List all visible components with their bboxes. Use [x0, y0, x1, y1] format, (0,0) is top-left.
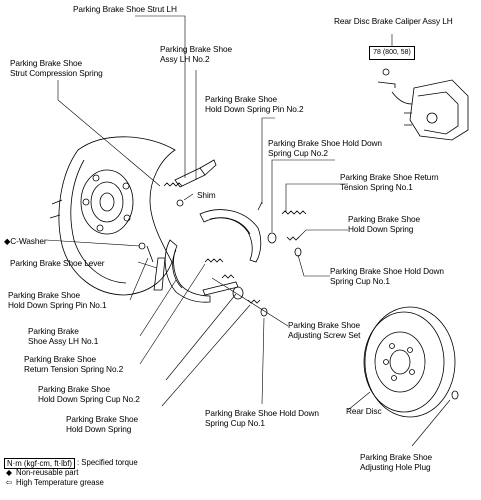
- legend-unit-desc: : Specified torque: [76, 458, 138, 467]
- label-return-no1-line2: Tension Spring No.1: [340, 182, 413, 192]
- label-c-washer: ◆C-Washer: [4, 236, 47, 246]
- cup-no2-right: [267, 232, 277, 244]
- torque-spec-box: 78 (800, 58): [369, 46, 415, 60]
- legend-unit-box: N·m (kgf·cm, ft·lbf): [4, 457, 75, 469]
- label-return-no1-line1: Parking Brake Shoe Return: [340, 172, 439, 182]
- shoe-assy-no1: [164, 239, 211, 303]
- label-cup-no1-right: Parking Brake Shoe Hold Down Spring Cup …: [330, 266, 444, 286]
- label-adjusting-screw-line1: Parking Brake Shoe: [288, 320, 360, 330]
- pin-no2: [257, 201, 263, 211]
- label-shoe-assy-no1-line2: Shoe Assy LH No.1: [28, 336, 99, 346]
- label-hole-plug-line2: Adjusting Hole Plug: [360, 462, 431, 472]
- backing-plate: [49, 136, 176, 296]
- strut-lh: [174, 159, 217, 188]
- nonreusable-mark: ◆: [4, 236, 11, 246]
- return-spring-no1: [281, 210, 307, 215]
- label-pin-no1-line2: Hold Down Spring Pin No.1: [8, 300, 107, 310]
- shoe-assy-no2: [199, 209, 262, 263]
- legend-grease-text: High Temperature grease: [16, 478, 104, 487]
- label-strut-comp-spring: Parking Brake Shoe Strut Compression Spr…: [10, 58, 103, 78]
- label-shoe-assy-no1-line1: Parking Brake: [28, 326, 79, 336]
- nonreusable-icon: ◆: [6, 468, 12, 477]
- grease-arrow-icon: ⇦: [5, 478, 13, 487]
- shoe-lever: [153, 257, 166, 291]
- hold-spring-center: [221, 274, 235, 279]
- label-shim: Shim: [197, 190, 216, 200]
- label-hold-spring-bottom-line2: Hold Down Spring: [66, 424, 132, 434]
- label-hole-plug-line1: Parking Brake Shoe: [360, 452, 432, 462]
- label-hold-spring-right-line2: Hold Down Spring: [348, 224, 414, 234]
- label-cup-no2-right-line1: Parking Brake Shoe Hold Down: [268, 138, 382, 148]
- label-return-no2-line1: Parking Brake Shoe: [24, 354, 96, 364]
- label-strut-comp-spring-line2: Strut Compression Spring: [10, 68, 103, 78]
- hole-plug: [451, 390, 459, 400]
- label-pin-no1: Parking Brake Shoe Hold Down Spring Pin …: [8, 290, 107, 310]
- caliper: [377, 68, 469, 141]
- cup-no1-right: [294, 247, 302, 257]
- label-hole-plug: Parking Brake Shoe Adjusting Hole Plug: [360, 452, 432, 472]
- label-cup-no2-right: Parking Brake Shoe Hold Down Spring Cup …: [268, 138, 382, 158]
- legend-nonreusable-row: ◆ Non-reusable part: [4, 468, 138, 478]
- label-hold-spring-right: Parking Brake Shoe Hold Down Spring: [348, 214, 420, 234]
- label-cup-no1-right-line1: Parking Brake Shoe Hold Down: [330, 266, 444, 276]
- label-cup-no1-bottom-line1: Parking Brake Shoe Hold Down: [205, 408, 319, 418]
- label-adjusting-screw-line2: Adjusting Screw Set: [288, 330, 361, 340]
- legend: N·m (kgf·cm, ft·lbf) : Specified torque …: [4, 457, 138, 488]
- label-cup-no2-bottom-line2: Hold Down Spring Cup No.2: [38, 394, 140, 404]
- label-hold-spring-right-line1: Parking Brake Shoe: [348, 214, 420, 224]
- return-spring-no2: [204, 258, 224, 263]
- cup-no2-bottom: [232, 286, 244, 300]
- hold-spring-right: [286, 236, 300, 241]
- cup-no1-bottom: [260, 307, 268, 317]
- label-cup-no1-right-line2: Spring Cup No.1: [330, 276, 390, 286]
- label-strut-lh: Parking Brake Shoe Strut LH: [73, 4, 177, 14]
- legend-grease-row: ⇦ High Temperature grease: [4, 478, 138, 488]
- label-shoe-assy-no2: Parking Brake Shoe Assy LH No.2: [160, 44, 232, 64]
- legend-torque-row: N·m (kgf·cm, ft·lbf) : Specified torque: [4, 457, 138, 469]
- label-pin-no2-line1: Parking Brake Shoe: [205, 94, 277, 104]
- hold-spring-bottom: [247, 299, 261, 304]
- label-cup-no2-right-line2: Spring Cup No.2: [268, 148, 328, 158]
- rear-disc: [363, 306, 456, 418]
- label-strut-comp-spring-line1: Parking Brake Shoe: [10, 58, 82, 68]
- label-cup-no2-bottom: Parking Brake Shoe Hold Down Spring Cup …: [38, 384, 140, 404]
- label-return-no2: Parking Brake Shoe Return Tension Spring…: [24, 354, 123, 374]
- label-caliper: Rear Disc Brake Caliper Assy LH: [334, 16, 453, 26]
- label-pin-no1-line1: Parking Brake Shoe: [8, 290, 80, 300]
- leader-lines: [45, 15, 451, 447]
- label-cup-no1-bottom-line2: Spring Cup No.1: [205, 418, 265, 428]
- label-pin-no2: Parking Brake Shoe Hold Down Spring Pin …: [205, 94, 304, 114]
- label-adjusting-screw: Parking Brake Shoe Adjusting Screw Set: [288, 320, 360, 340]
- label-return-no1: Parking Brake Shoe Return Tension Spring…: [340, 172, 439, 192]
- label-shoe-assy-no2-line1: Parking Brake Shoe: [160, 44, 232, 54]
- label-pin-no2-line2: Hold Down Spring Pin No.2: [205, 104, 304, 114]
- shim: [176, 199, 184, 207]
- label-c-washer-text: C-Washer: [10, 236, 47, 246]
- label-cup-no1-bottom: Parking Brake Shoe Hold Down Spring Cup …: [205, 408, 319, 428]
- label-shoe-assy-no2-line2: Assy LH No.2: [160, 54, 210, 64]
- strut-compression-spring: [163, 182, 183, 187]
- label-hold-spring-bottom: Parking Brake Shoe Hold Down Spring: [66, 414, 138, 434]
- label-lever: Parking Brake Shoe Lever: [10, 258, 105, 268]
- label-shoe-assy-no1: Parking Brake Shoe Assy LH No.1: [28, 326, 98, 346]
- label-hold-spring-bottom-line1: Parking Brake Shoe: [66, 414, 138, 424]
- label-cup-no2-bottom-line1: Parking Brake Shoe: [38, 384, 110, 394]
- pin-no1: [146, 245, 154, 263]
- label-return-no2-line2: Return Tension Spring No.2: [24, 364, 124, 374]
- legend-nonreusable-text: Non-reusable part: [16, 468, 79, 477]
- label-rear-disc: Rear Disc: [346, 406, 382, 416]
